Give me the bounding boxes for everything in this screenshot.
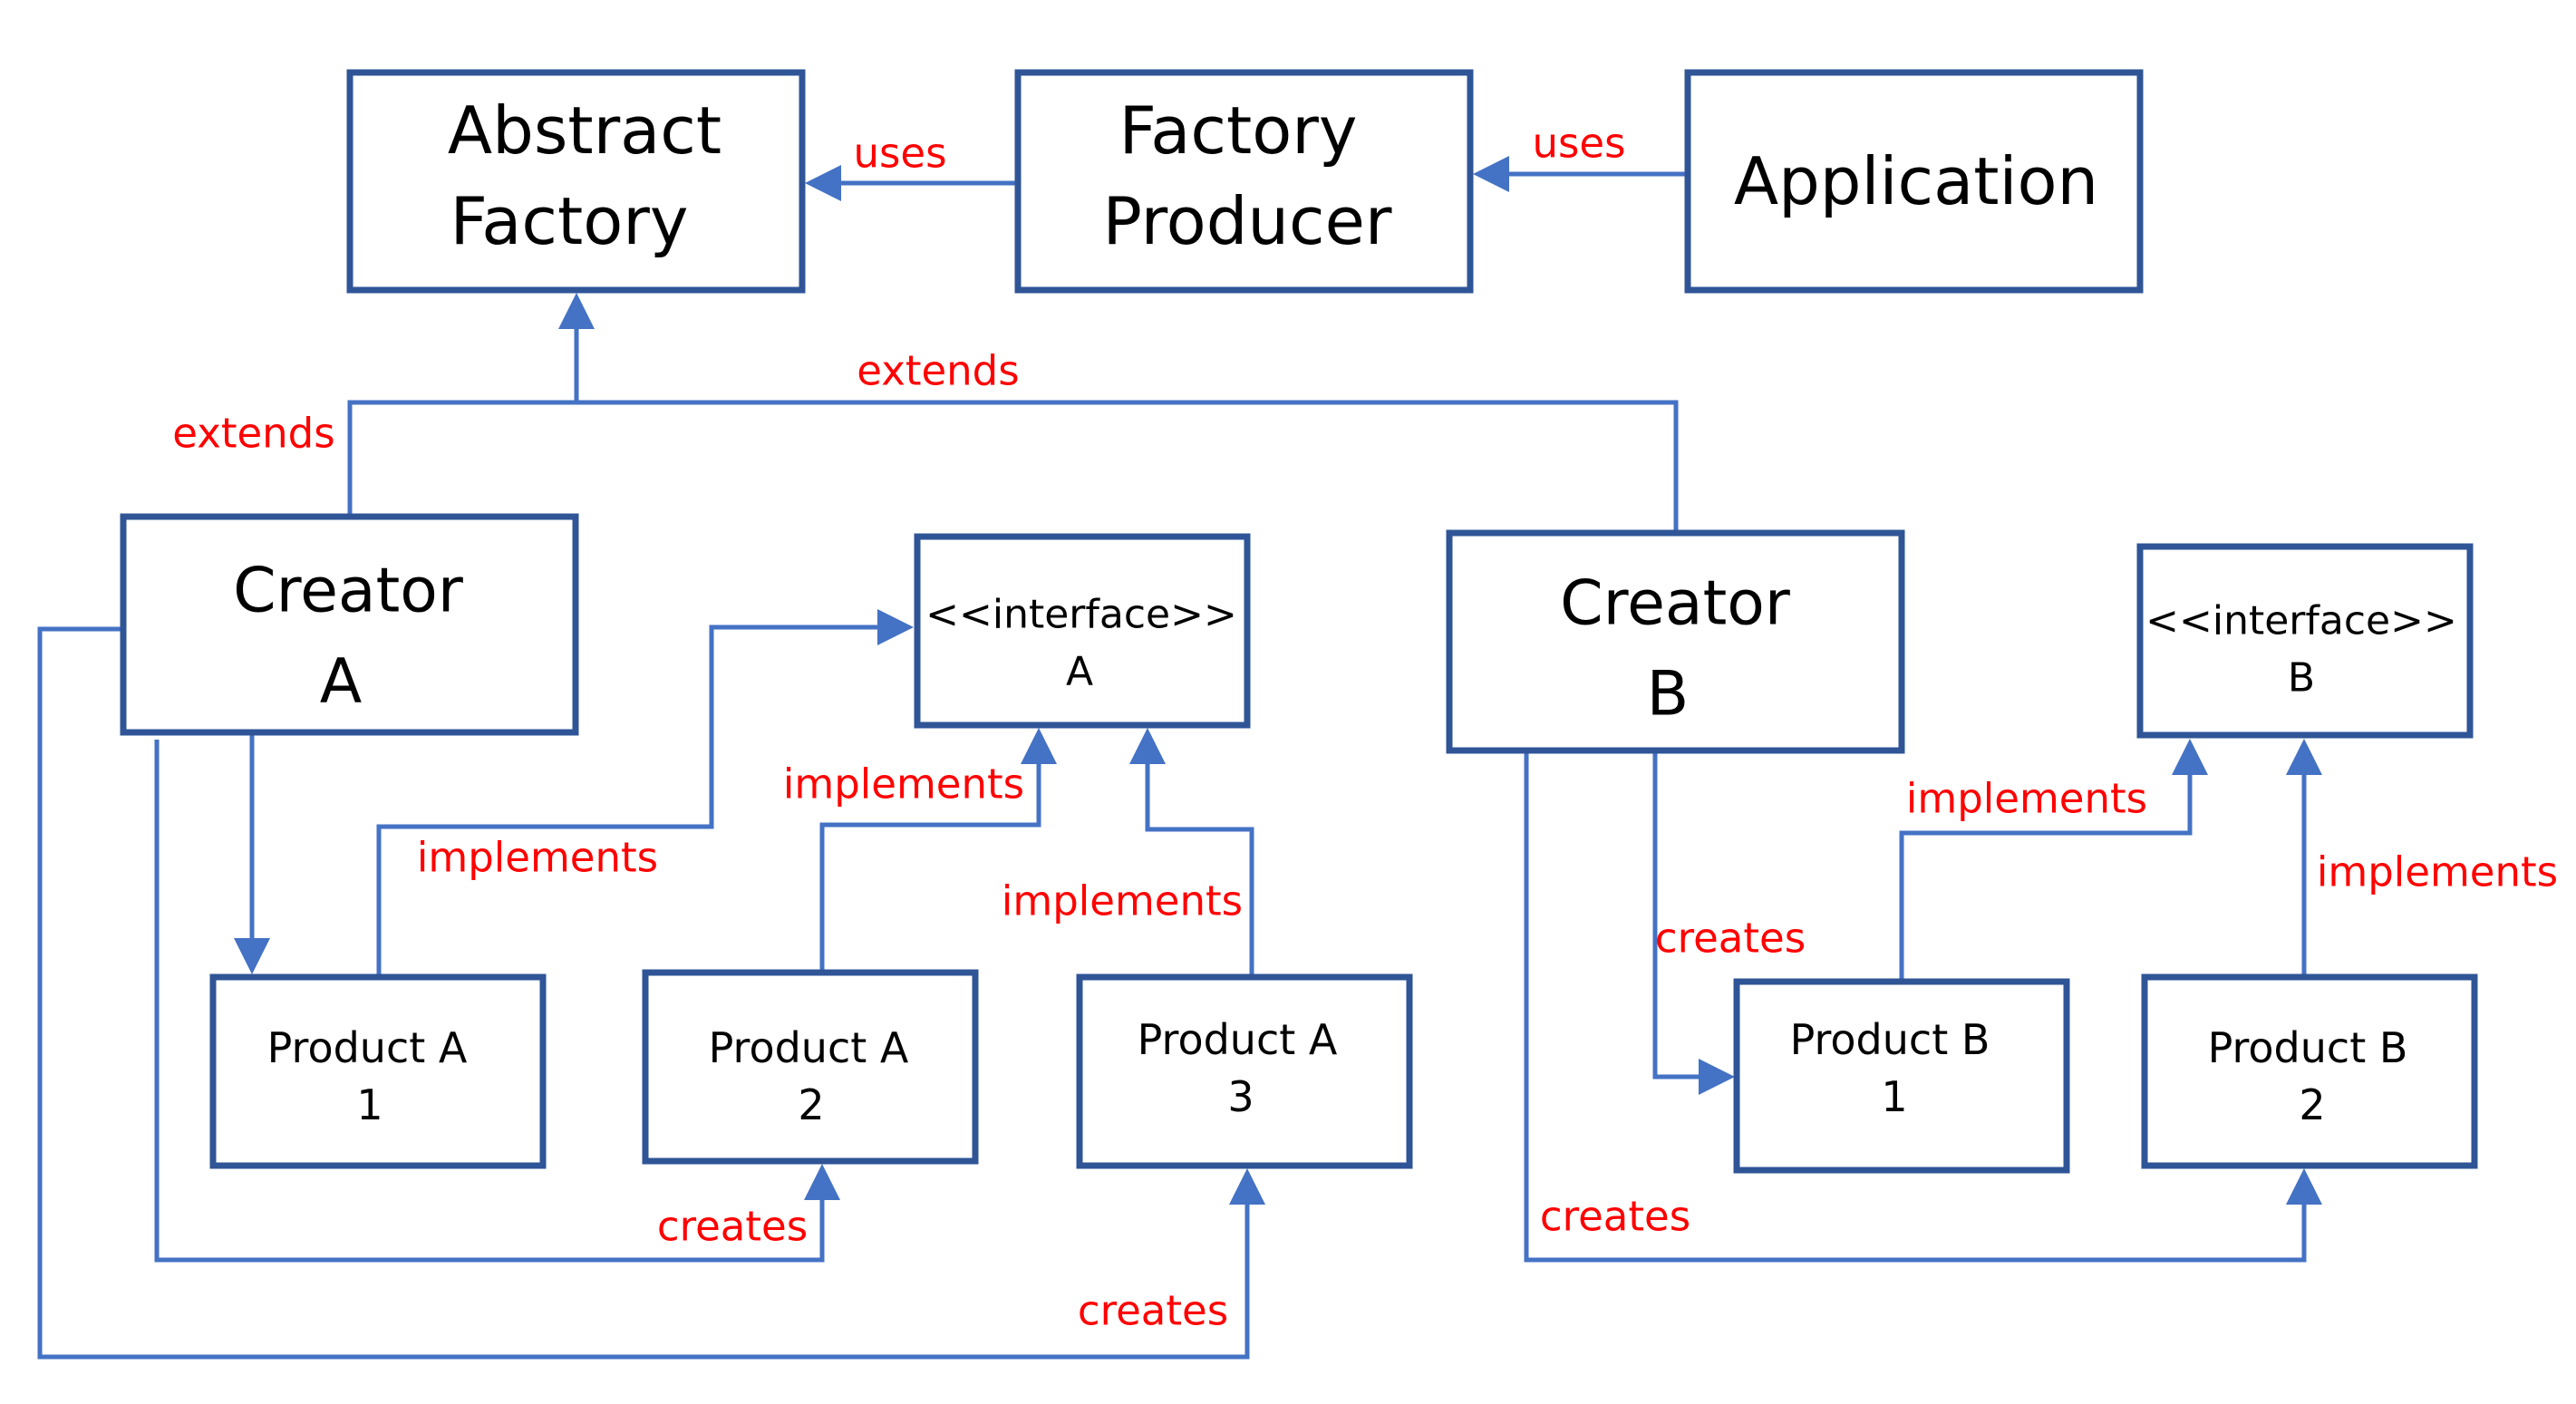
factory-producer-box: Factory Producer bbox=[1014, 69, 1474, 294]
label-creator-b-creates-b1: creates bbox=[1655, 915, 1806, 963]
label-producer-uses-abstract: uses bbox=[853, 130, 946, 178]
product-a3-line2: 3 bbox=[1227, 1072, 1254, 1121]
abstract-factory-line2: Factory bbox=[450, 183, 688, 259]
interface-b-line2: B bbox=[2288, 655, 2315, 702]
product-a2-box: Product A 2 bbox=[642, 969, 979, 1165]
connector-a3-implements bbox=[1129, 728, 1254, 975]
label-a3-implements: implements bbox=[1002, 877, 1243, 925]
connector-a2-implements bbox=[819, 728, 1057, 970]
abstract-factory-box: Abstract Factory bbox=[346, 69, 806, 294]
creator-b-line1: Creator bbox=[1560, 568, 1790, 640]
abstract-factory-line1: Abstract bbox=[448, 92, 721, 169]
label-creator-a-creates-a3: creates bbox=[1078, 1287, 1228, 1335]
creator-a-line2: A bbox=[320, 646, 363, 718]
product-a2-line2: 2 bbox=[798, 1080, 824, 1129]
factory-producer-line2: Producer bbox=[1102, 183, 1391, 259]
product-b1-box: Product B 1 bbox=[1733, 978, 2070, 1174]
interface-b-line1: <<interface>> bbox=[2145, 598, 2457, 644]
product-b1-line1: Product B bbox=[1790, 1015, 1990, 1064]
product-a3-line1: Product A bbox=[1138, 1015, 1338, 1064]
product-a3-box: Product A 3 bbox=[1076, 973, 1413, 1169]
creator-a-line1: Creator bbox=[233, 556, 463, 627]
creator-b-line2: B bbox=[1647, 659, 1690, 731]
label-a2-implements: implements bbox=[783, 760, 1024, 809]
label-creator-b-extends: extends bbox=[857, 347, 1019, 395]
interface-a-box: <<interface>> A bbox=[914, 533, 1251, 729]
product-a1-line2: 1 bbox=[356, 1080, 383, 1129]
interface-b-box: <<interface>> B bbox=[2136, 543, 2474, 739]
connector-b1-implements bbox=[1899, 739, 2208, 979]
connector-creator-b-creates-b1 bbox=[1652, 750, 1735, 1095]
product-a1-box: Product A 1 bbox=[209, 973, 547, 1169]
interface-a-line2: A bbox=[1066, 649, 1093, 695]
label-b2-implements: implements bbox=[2317, 848, 2558, 896]
label-creator-a-extends: extends bbox=[172, 410, 334, 458]
factory-producer-line1: Factory bbox=[1119, 92, 1357, 169]
product-a1-line1: Product A bbox=[267, 1023, 468, 1072]
interface-a-line1: <<interface>> bbox=[925, 592, 1237, 638]
label-a1-implements: implements bbox=[417, 834, 658, 882]
label-b1-implements: implements bbox=[1906, 775, 2147, 823]
product-b2-box: Product B 2 bbox=[2141, 973, 2478, 1169]
creator-a-box: Creator A bbox=[120, 513, 579, 736]
product-a2-line1: Product A bbox=[709, 1023, 909, 1072]
application-line1: Application bbox=[1734, 143, 2098, 219]
label-application-uses-producer: uses bbox=[1532, 120, 1625, 168]
label-creator-b-creates-b2: creates bbox=[1540, 1193, 1690, 1241]
connector-creator-a-creates-a3 bbox=[37, 626, 1265, 1360]
connector-a1-implements bbox=[376, 609, 914, 975]
connector-creator-a-creates-a2 bbox=[154, 740, 840, 1263]
creator-b-box: Creator B bbox=[1446, 529, 1905, 754]
product-b2-line1: Product B bbox=[2208, 1023, 2408, 1072]
application-box: Application bbox=[1684, 69, 2144, 294]
product-b2-line2: 2 bbox=[2299, 1080, 2325, 1129]
label-creator-a-creates-a2: creates bbox=[657, 1203, 808, 1251]
connector-extends-bar bbox=[347, 400, 1679, 531]
connector-creator-b-creates-b2 bbox=[1524, 750, 2322, 1263]
product-b1-line2: 1 bbox=[1881, 1072, 1907, 1121]
